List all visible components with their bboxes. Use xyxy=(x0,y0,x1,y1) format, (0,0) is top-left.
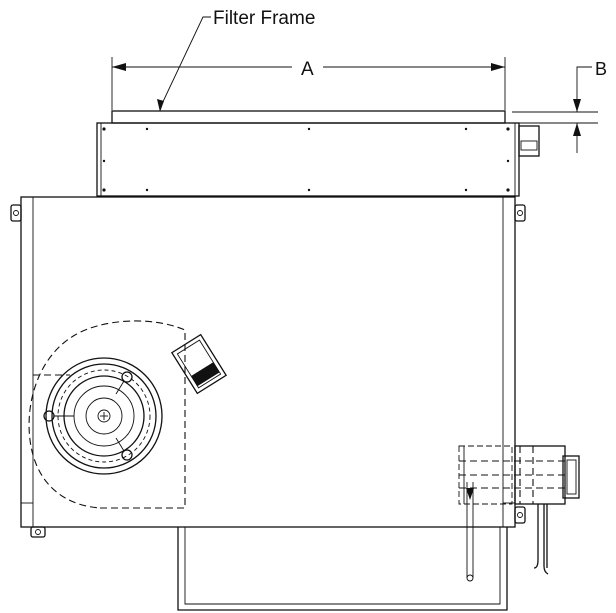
filter-frame-leader xyxy=(157,16,211,112)
blower-wheel xyxy=(43,357,163,475)
dimension-b-label: B xyxy=(595,59,607,79)
dimension-b-line xyxy=(512,66,598,153)
damper-assembly xyxy=(458,445,580,582)
return-duct xyxy=(177,527,508,611)
blower-housing xyxy=(28,320,228,509)
main-cabinet xyxy=(10,196,526,538)
filter-housing xyxy=(96,122,540,197)
dimension-a-line xyxy=(111,57,506,110)
dimension-a-label: A xyxy=(301,59,314,80)
filter-frame-label: Filter Frame xyxy=(213,8,315,29)
filter-frame xyxy=(111,110,506,124)
